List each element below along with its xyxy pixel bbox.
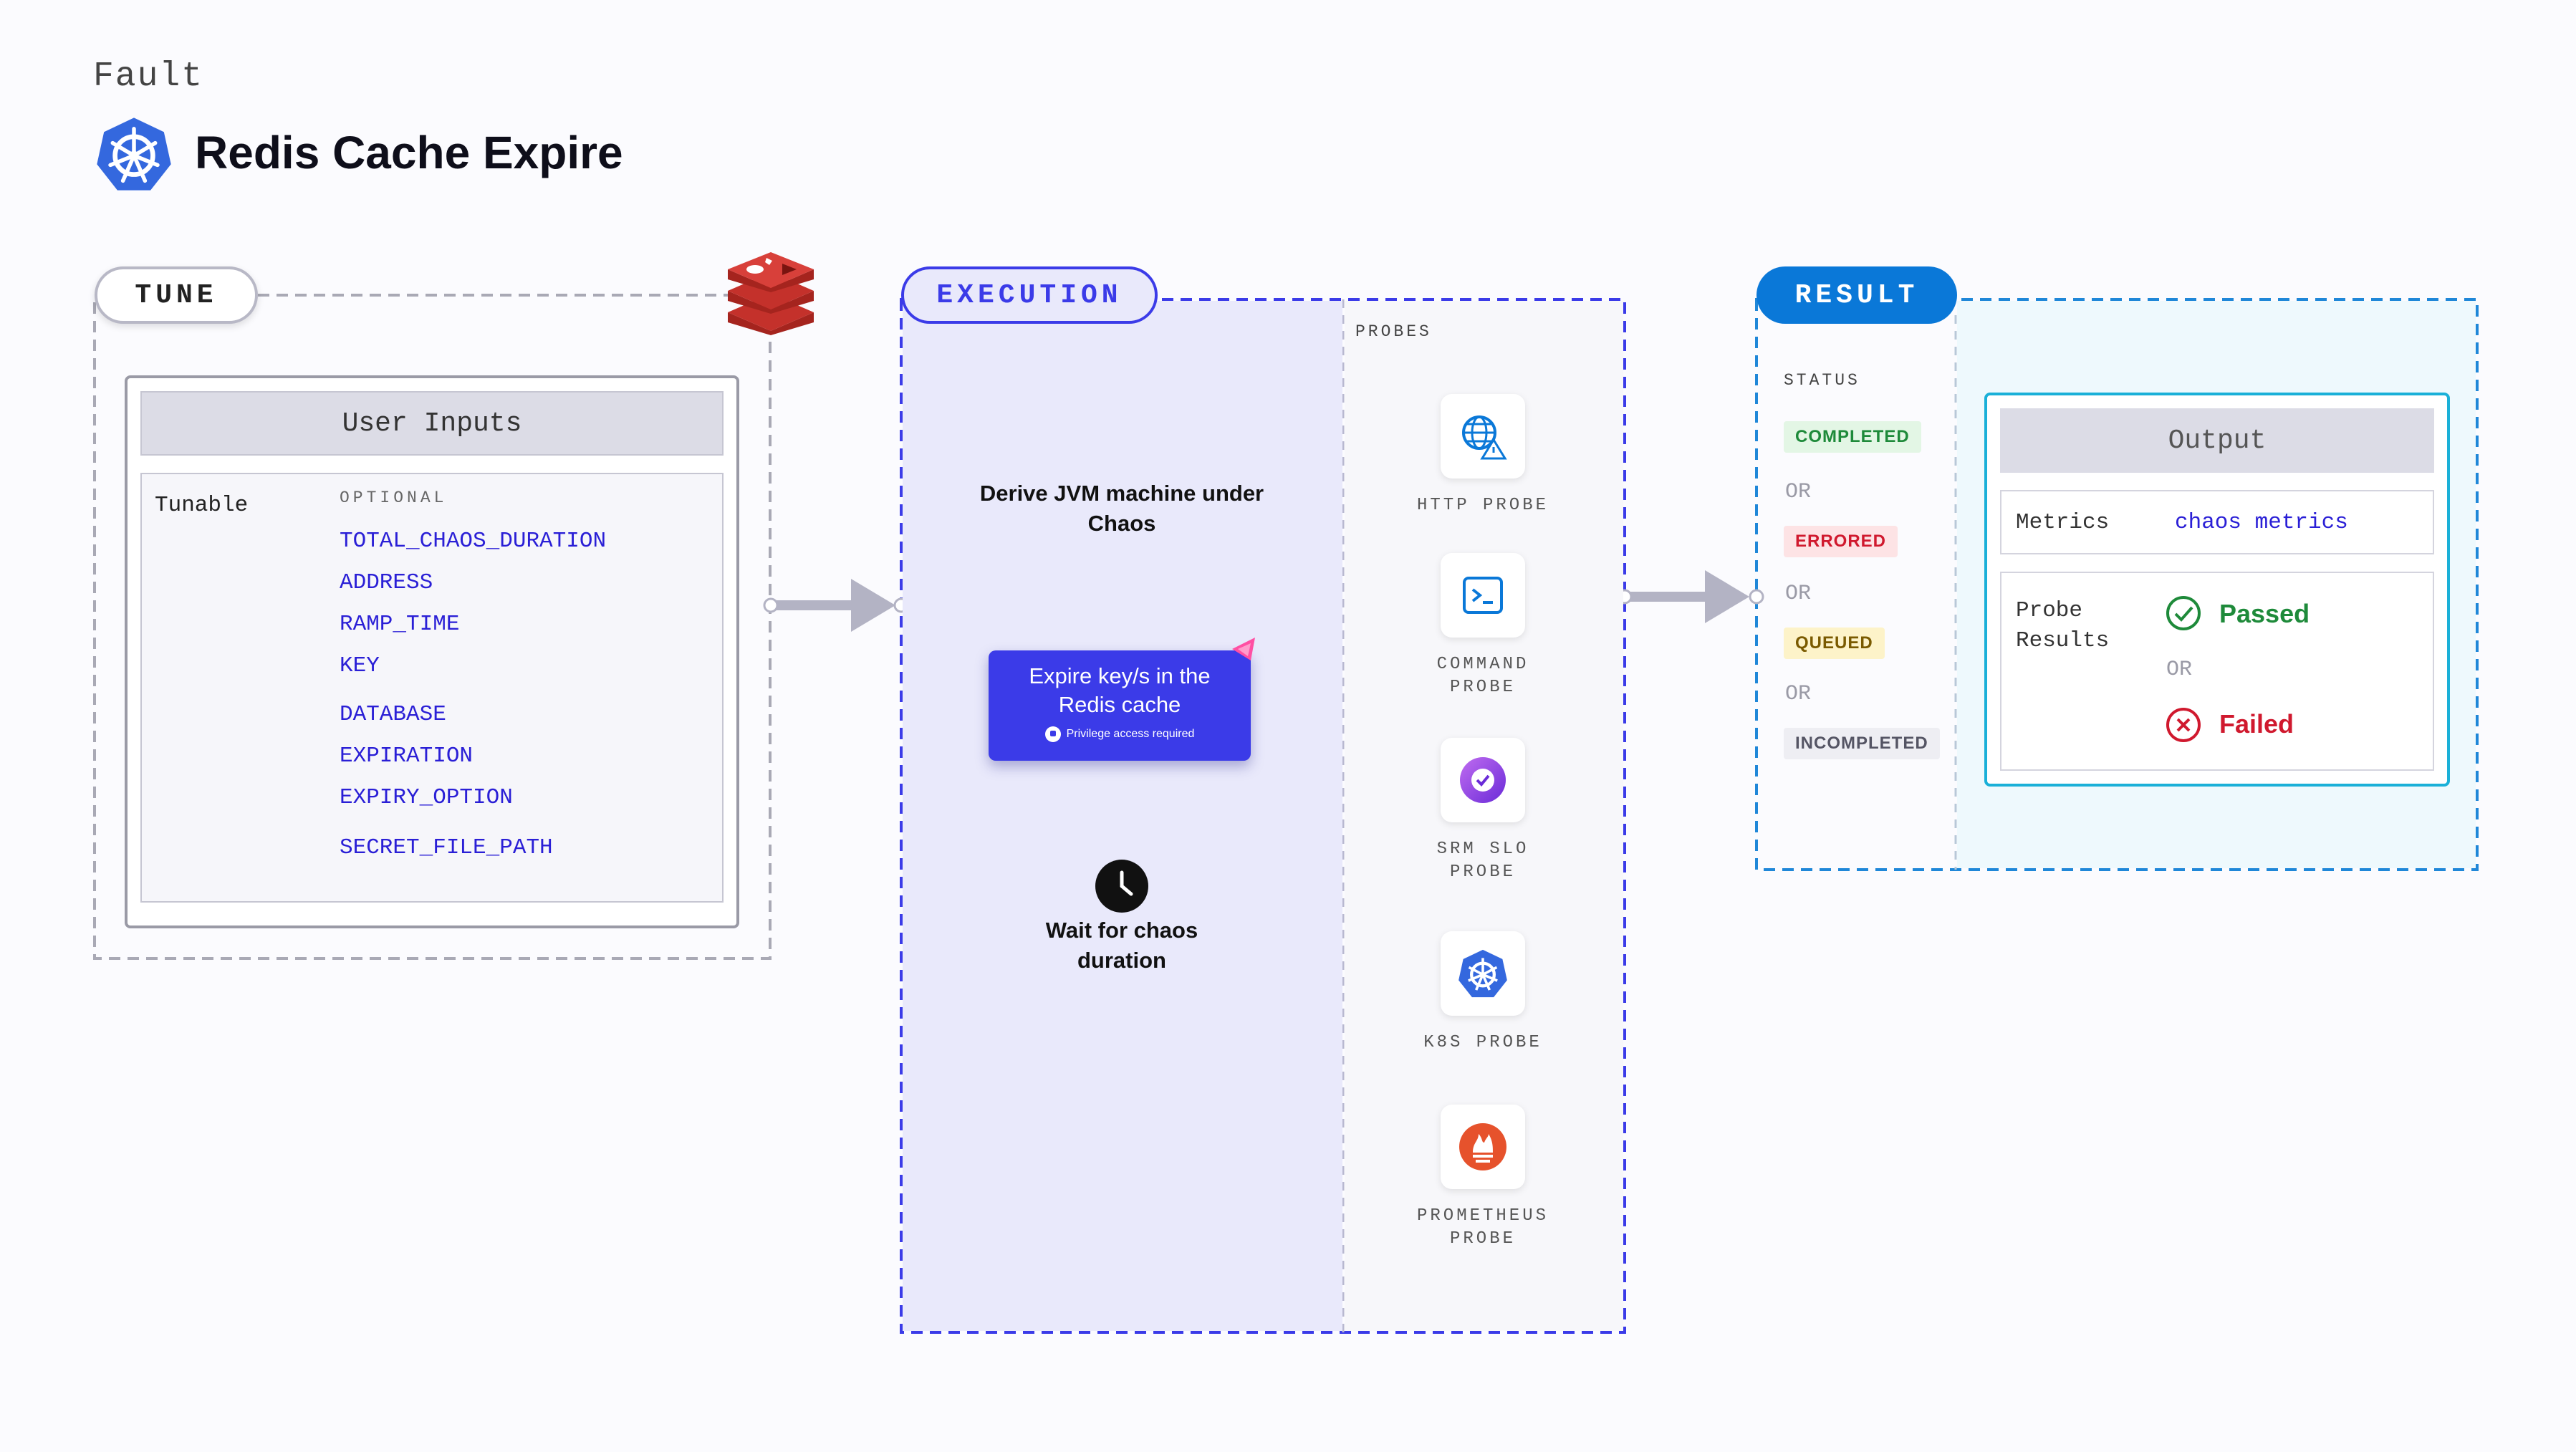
redis-icon xyxy=(722,251,820,337)
srm-icon xyxy=(1441,738,1525,822)
failed-label: Failed xyxy=(2219,709,2294,739)
status-badge-errored: ERRORED xyxy=(1784,526,1898,557)
probe-results-label: Probe Results xyxy=(2016,598,2110,653)
execution-panel xyxy=(903,301,1342,1331)
tunable-item: SECRET_FILE_PATH xyxy=(340,835,553,860)
status-badge-queued: QUEUED xyxy=(1784,628,1885,659)
prometheus-icon xyxy=(1441,1105,1525,1189)
probe-http[interactable]: HTTP PROBE xyxy=(1375,394,1590,517)
tunable-label: Tunable xyxy=(155,493,249,518)
tune-frame xyxy=(93,294,772,960)
action-title: Expire key/s in the Redis cache xyxy=(1029,663,1211,717)
check-circle-icon xyxy=(2165,595,2202,632)
step-derive-target: Derive JVM machine under Chaos xyxy=(979,481,1264,536)
tunable-item: TOTAL_CHAOS_DURATION xyxy=(340,529,607,554)
execution-pill: EXECUTION xyxy=(901,266,1158,324)
kubernetes-icon xyxy=(1441,931,1525,1016)
probe-label: SRM SLO PROBE xyxy=(1436,840,1529,882)
status-label: STATUS xyxy=(1784,371,1860,390)
or-text: OR xyxy=(1785,480,1812,504)
or-text: OR xyxy=(1785,682,1812,706)
tunable-item: KEY xyxy=(340,653,380,678)
probe-label: PROMETHEUS PROBE xyxy=(1416,1206,1549,1249)
tunables-box xyxy=(140,473,724,903)
probe-command[interactable]: COMMAND PROBE xyxy=(1375,553,1590,699)
tunable-item: DATABASE xyxy=(340,702,446,727)
user-inputs-title: User Inputs xyxy=(140,391,724,456)
kubernetes-logo-icon xyxy=(95,115,173,193)
tune-pill: TUNE xyxy=(95,266,258,324)
step-wait-duration: Wait for chaos duration xyxy=(1045,918,1198,973)
execution-frame xyxy=(900,298,1626,1334)
page-title: Redis Cache Expire xyxy=(195,127,623,178)
probe-label: K8S PROBE xyxy=(1423,1033,1542,1052)
chaos-marker-icon xyxy=(1229,635,1258,663)
action-card: Expire key/s in the Redis cache Privileg… xyxy=(989,650,1251,761)
probe-label: COMMAND PROBE xyxy=(1436,655,1529,697)
action-note: Privilege access required xyxy=(1066,728,1195,740)
probes-label: PROBES xyxy=(1355,322,1432,341)
tunable-item: ADDRESS xyxy=(340,570,433,595)
arrow-execution-to-result xyxy=(1617,570,1764,623)
optional-label: OPTIONAL xyxy=(340,489,448,507)
metrics-label: Metrics xyxy=(2016,510,2110,535)
terminal-icon xyxy=(1441,553,1525,638)
or-text: OR xyxy=(2166,658,2193,682)
probe-prometheus[interactable]: PROMETHEUS PROBE xyxy=(1375,1105,1590,1251)
probe-k8s[interactable]: K8S PROBE xyxy=(1375,931,1590,1054)
lock-icon xyxy=(1044,726,1061,742)
globe-icon xyxy=(1441,394,1525,479)
clock-icon xyxy=(1095,860,1148,913)
result-frame xyxy=(1755,298,2479,871)
status-badge-completed: COMPLETED xyxy=(1784,421,1921,453)
status-badge-incompleted: INCOMPLETED xyxy=(1784,728,1940,759)
metrics-row xyxy=(2000,490,2434,554)
result-pill: RESULT xyxy=(1756,266,1957,324)
or-text: OR xyxy=(1785,582,1812,606)
tunable-item: RAMP_TIME xyxy=(340,612,460,637)
output-title: Output xyxy=(2000,408,2434,473)
tunable-item: EXPIRATION xyxy=(340,744,474,769)
metrics-link[interactable]: chaos metrics xyxy=(2175,510,2348,535)
x-circle-icon xyxy=(2165,706,2202,744)
probe-label: HTTP PROBE xyxy=(1416,496,1549,515)
probe-results-row xyxy=(2000,572,2434,771)
probe-srm-slo[interactable]: SRM SLO PROBE xyxy=(1375,738,1590,884)
passed-label: Passed xyxy=(2219,599,2310,628)
arrow-tune-to-execution xyxy=(763,579,909,632)
tunable-item: EXPIRY_OPTION xyxy=(340,785,513,810)
category-label: Fault xyxy=(93,57,204,96)
